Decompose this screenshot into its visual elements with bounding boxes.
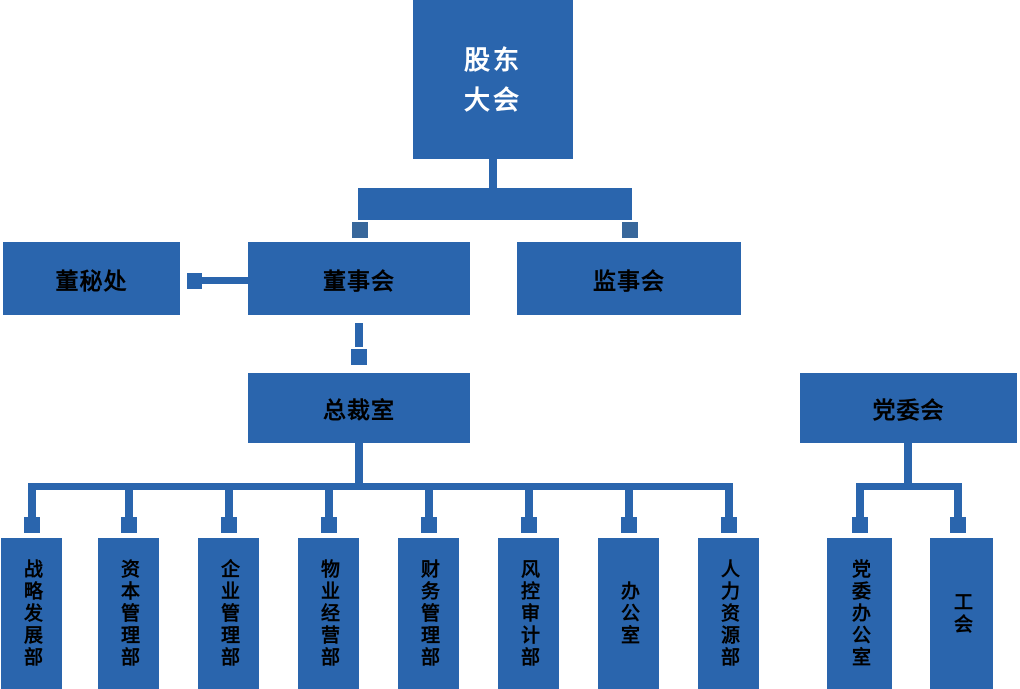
junction-square-president: [351, 349, 367, 365]
node-dept-capital-management: 资本管理部: [98, 538, 159, 689]
node-dept-financial-management: 财务管理部: [398, 538, 459, 689]
connector-departments-rail: [28, 483, 733, 490]
node-shareholders-meeting: 股东 大会: [413, 0, 573, 159]
junction-square-dept-3: [221, 517, 237, 533]
node-label: 办公室: [618, 580, 639, 647]
junction-square-dept-4: [321, 517, 337, 533]
node-label: 董秘处: [55, 267, 128, 294]
node-dept-general-office: 办公室: [598, 538, 659, 689]
connector-drop-5: [425, 490, 433, 517]
node-label: 物业经营部: [318, 558, 339, 669]
node-dept-enterprise-management: 企业管理部: [198, 538, 259, 689]
node-label: 资本管理部: [118, 558, 139, 669]
node-board-of-directors: 董事会: [248, 242, 470, 315]
junction-square-secretary: [187, 273, 202, 289]
node-label: 总裁室: [323, 397, 395, 423]
connector-top-bar: [358, 188, 632, 220]
connector-party-drop-1: [856, 490, 864, 517]
connector-drop-6: [525, 490, 533, 517]
junction-square-dept-5: [421, 517, 437, 533]
node-label: 董事会: [323, 267, 395, 294]
node-label: 财务管理部: [418, 558, 439, 669]
node-dept-risk-audit: 风控审计部: [498, 538, 559, 689]
node-party-committee-office: 党委办公室: [827, 538, 892, 689]
node-dept-human-resources: 人力资源部: [698, 538, 759, 689]
connector-drop-4: [325, 490, 333, 517]
node-label: 工会: [951, 591, 972, 636]
junction-square-supervisory: [622, 222, 638, 238]
node-label: 党委会: [872, 397, 945, 423]
connector-board-president-stem: [355, 323, 363, 347]
node-label: 人力资源部: [718, 558, 739, 669]
connector-party-drop-2: [954, 490, 962, 517]
node-label: 战略发展部: [21, 558, 42, 669]
junction-square-dept-6: [521, 517, 537, 533]
junction-square-party-1: [852, 517, 868, 533]
junction-square-dept-7: [621, 517, 637, 533]
connector-drop-7: [625, 490, 633, 517]
node-label: 企业管理部: [218, 558, 239, 669]
connector-party-stem: [904, 443, 912, 483]
node-supervisory-board: 监事会: [517, 242, 741, 315]
junction-square-dept-2: [121, 517, 137, 533]
node-labor-union: 工会: [930, 538, 993, 689]
node-party-committee: 党委会: [800, 373, 1017, 443]
junction-square-party-2: [950, 517, 966, 533]
node-label: 监事会: [593, 267, 665, 294]
connector-party-rail: [856, 483, 962, 490]
connector-drop-8: [725, 490, 733, 517]
connector-drop-1: [28, 490, 36, 517]
connector-secretary-board: [202, 277, 248, 284]
junction-square-dept-8: [721, 517, 737, 533]
node-label: 党委办公室: [849, 558, 870, 669]
node-president-office: 总裁室: [248, 373, 470, 443]
node-label: 股东 大会: [463, 44, 522, 115]
node-dept-strategic-development: 战略发展部: [1, 538, 62, 689]
connector-president-stem: [355, 443, 363, 483]
node-board-secretary-office: 董秘处: [3, 242, 180, 315]
junction-square-dept-1: [24, 517, 40, 533]
connector-drop-3: [225, 490, 233, 517]
node-dept-property-operations: 物业经营部: [298, 538, 359, 689]
connector-root-stem: [489, 159, 497, 188]
connector-drop-2: [125, 490, 133, 517]
node-label: 风控审计部: [518, 558, 539, 669]
junction-square-board: [352, 222, 368, 238]
